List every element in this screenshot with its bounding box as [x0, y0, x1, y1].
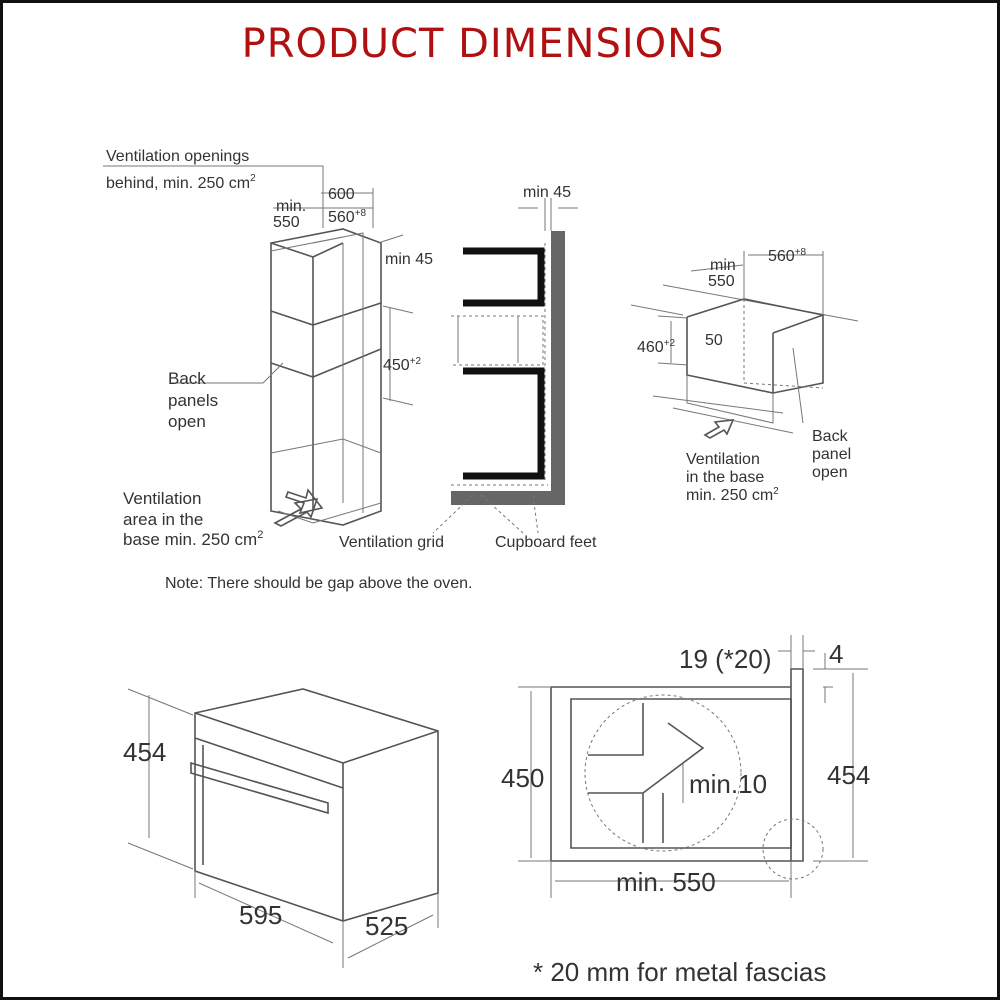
uc-vent-base-2: in the base	[686, 469, 764, 486]
oven-depth: 525	[365, 911, 408, 941]
dim-min-label: min.	[276, 198, 306, 215]
min-550-depth: min. 550	[616, 867, 716, 897]
fascia-gap: 4	[829, 639, 843, 669]
side-height-450: 450	[501, 763, 544, 793]
uc-dim-min: min	[710, 257, 736, 274]
fascia-thickness: 19 (*20)	[679, 644, 772, 674]
cupboard-feet-label: Cupboard feet	[495, 534, 597, 551]
uc-dim-460: 460+2	[637, 338, 676, 356]
dimension-drawings: Ventilation openings behind, min. 250 cm…	[103, 148, 870, 987]
note-text: Note: There should be gap above the oven…	[165, 575, 472, 592]
vent-area-label-1: Ventilation	[123, 489, 201, 508]
ventilation-grid-label: Ventilation grid	[339, 534, 444, 551]
uc-vent-base-3: min. 250 cm2	[686, 486, 779, 504]
page-title: PRODUCT DIMENSIONS	[241, 21, 725, 67]
oven-drawing	[127, 688, 439, 968]
dim-560: 560+8	[328, 208, 367, 226]
oven-height: 454	[123, 737, 166, 767]
back-panels-label-2: panels	[168, 391, 218, 410]
dim-550: 550	[273, 214, 300, 231]
dim-min45-top: min 45	[385, 251, 433, 268]
uc-vent-base-1: Ventilation	[686, 451, 760, 468]
back-panels-label-1: Back	[168, 369, 206, 388]
side-height-454: 454	[827, 760, 870, 790]
vent-openings-label-2: behind, min. 250 cm2	[106, 173, 256, 192]
under-counter-drawing	[630, 251, 859, 439]
uc-back-panel-3: open	[812, 464, 848, 481]
dim-450: 450+2	[383, 356, 422, 374]
min-10-gap: min.10	[689, 769, 767, 799]
uc-back-panel-1: Back	[812, 428, 849, 445]
tall-cabinet-drawing	[103, 165, 414, 527]
uc-back-panel-2: panel	[812, 446, 851, 463]
side-view-drawing	[518, 635, 868, 898]
vent-area-label-3: base min. 250 cm2	[123, 529, 263, 549]
section-drawing	[432, 198, 578, 534]
oven-width: 595	[239, 900, 282, 930]
section-min45: min 45	[523, 184, 571, 201]
uc-dim-560: 560+8	[768, 247, 807, 265]
vent-area-label-2: area in the	[123, 510, 203, 529]
dim-600: 600	[328, 186, 355, 203]
metal-fascia-footnote: * 20 mm for metal fascias	[533, 957, 826, 987]
vent-openings-label-1: Ventilation openings	[106, 148, 249, 165]
uc-dim-550: 550	[708, 273, 735, 290]
uc-dim-50: 50	[705, 332, 723, 349]
back-panels-label-3: open	[168, 412, 206, 431]
